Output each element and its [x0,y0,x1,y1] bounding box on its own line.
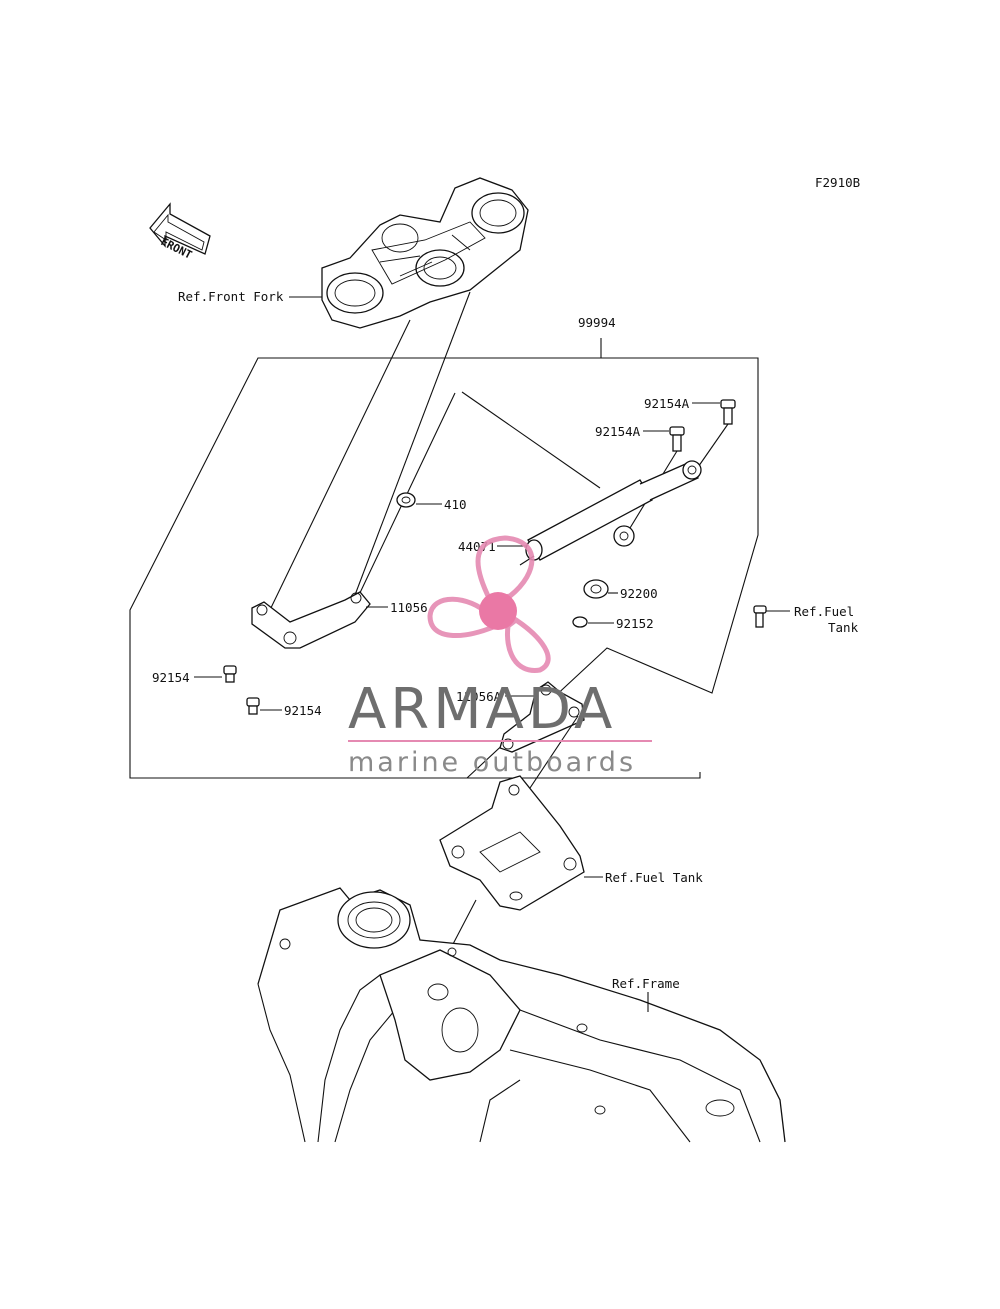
part-410-label: 410 [444,497,467,512]
part-92154a-top-label: 92154A [644,396,690,411]
ref-fuel-tank-label-1: Ref.Fuel [794,604,854,619]
ref-fuel-tank-lower-label: Ref.Fuel Tank [605,870,703,885]
part-11056-label: 11056 [390,600,428,615]
part-92154-left-label: 92154 [152,670,190,685]
figure-code: F2910B [815,175,860,190]
watermark-tagline: marine outboards [348,747,636,778]
bolt-92154a-top [720,399,736,425]
bolt-92154-low [246,697,260,715]
kit-99994-label: 99994 [578,315,616,330]
frame [257,887,786,1143]
bracket-11056 [251,591,371,649]
part-92154a-mid-label: 92154A [595,424,641,439]
ref-fuel-tank-label-2: Tank [828,620,859,635]
ref-front-fork-label: Ref.Front Fork [178,289,284,304]
bolt-ref-fuel-tank [753,605,767,628]
ref-frame-label: Ref.Frame [612,976,680,991]
front-fork-clamp [321,177,529,329]
part-92154-low-label: 92154 [284,703,322,718]
front-arrow-icon: FRONT [149,202,211,262]
armada-logo-icon [427,535,551,673]
part-92200-label: 92200 [620,586,658,601]
collar-92200 [583,579,609,599]
fuel-tank-mount [439,775,585,911]
part-11056a-label: 11056A [456,689,502,704]
bracket-11056a [499,681,585,753]
steering-damper [519,460,702,566]
kit-outline [129,338,759,779]
washer-410 [396,492,416,508]
part-92152-label: 92152 [616,616,654,631]
watermark-brand: ARMADA [348,677,616,742]
bolt-92154-left [223,665,237,683]
washer-92152 [572,616,588,628]
bolt-92154a-mid [669,426,685,452]
